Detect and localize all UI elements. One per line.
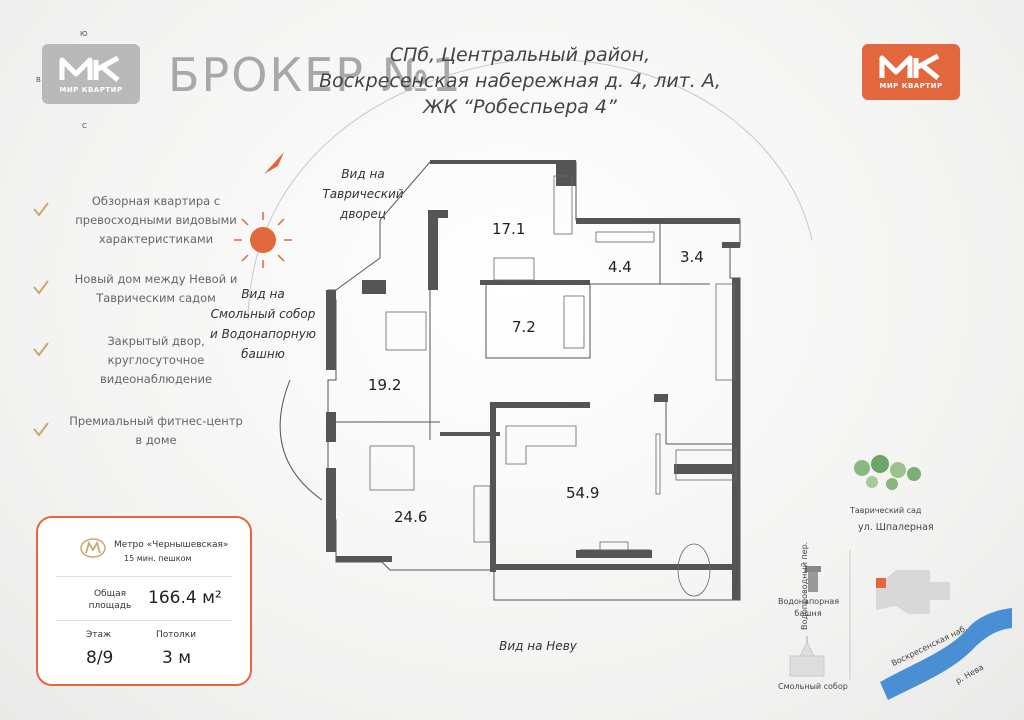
divider [56, 620, 232, 621]
map-label-vodoprovodny: Водопроводный пер. [800, 541, 809, 630]
room-area-54: 54.9 [566, 484, 600, 502]
room-area-4: 4.4 [608, 258, 632, 276]
logo-text: МИР КВАРТИР [59, 86, 123, 94]
check-icon [33, 342, 49, 357]
brand-title: БРОКЕР №1 [168, 48, 463, 102]
water-tower-icon [805, 566, 821, 592]
floor-value: 8/9 [86, 648, 114, 668]
metro-icon [80, 538, 106, 558]
sun-icon [234, 212, 292, 268]
ceiling-value: 3 м [162, 648, 192, 668]
compass-south: С [82, 122, 87, 130]
compass-north: Ю [80, 30, 88, 38]
view-label-tavrichesky: Вид на Таврический дворец [322, 167, 404, 221]
compass-west: В [36, 76, 41, 84]
floor-plan [326, 160, 741, 601]
check-icon [33, 422, 49, 437]
area-value: 166.4 м² [148, 588, 222, 608]
ceiling-label: Потолки [156, 630, 197, 640]
location-map [789, 455, 1012, 700]
feature-text: Новый дом между Невой и Таврическим садо… [74, 272, 238, 305]
logo-mark-icon [59, 55, 120, 82]
metro-walk-time: 15 мин. пешком [124, 554, 192, 563]
room-area-19: 19.2 [368, 376, 402, 394]
moon-icon [800, 234, 814, 264]
map-label-smolny: Смольный собор [778, 682, 848, 691]
map-label-shpalernaya: ул. Шпалерная [858, 522, 934, 533]
area-label: Общая площадь [88, 589, 132, 611]
map-label-tavr-garden: Таврический сад [850, 506, 922, 515]
address: СПб, Центральный район, Воскресенская на… [300, 42, 740, 120]
feature-text: Премиальный фитнес-центр в доме [69, 414, 243, 447]
check-icon [33, 202, 49, 217]
feature-text: Обзорная квартира с превосходными видовы… [75, 194, 237, 246]
view-label-smolny: Вид на Смольный собор и Водонапорную баш… [210, 287, 316, 361]
feature-text: Закрытый двор, круглосуточное видеонаблю… [99, 334, 213, 386]
map-label-water-tower: Водонапорная башня [778, 597, 840, 618]
check-icon [33, 280, 49, 295]
info-card: Метро «Чернышевская» 15 мин. пешком Обща… [36, 516, 252, 686]
cathedral-icon [789, 636, 825, 677]
view-label-neva: Вид на Неву [499, 639, 577, 653]
address-line-2: Воскресенская набережная д. 4, лит. А, [319, 70, 721, 92]
divider [56, 576, 232, 577]
room-area-17: 17.1 [492, 220, 526, 238]
address-line-3: ЖК “Робеспьера 4” [423, 96, 617, 118]
address-line-1: СПб, Центральный район, [389, 44, 651, 66]
room-area-7: 7.2 [512, 318, 536, 336]
logo-text: МИР КВАРТИР [879, 82, 943, 90]
arrow-icon [264, 152, 284, 174]
house-location-icon [876, 578, 886, 588]
metro-name: Метро «Чернышевская» [114, 540, 229, 550]
logo-mark-icon [879, 53, 940, 80]
brand-logo-left: МИР КВАРТИР [42, 44, 140, 104]
room-area-3: 3.4 [680, 248, 704, 266]
room-area-24: 24.6 [394, 508, 428, 526]
brand-logo-right: МИР КВАРТИР [862, 44, 960, 100]
floor-label: Этаж [86, 630, 112, 640]
tree-icon [854, 455, 921, 490]
